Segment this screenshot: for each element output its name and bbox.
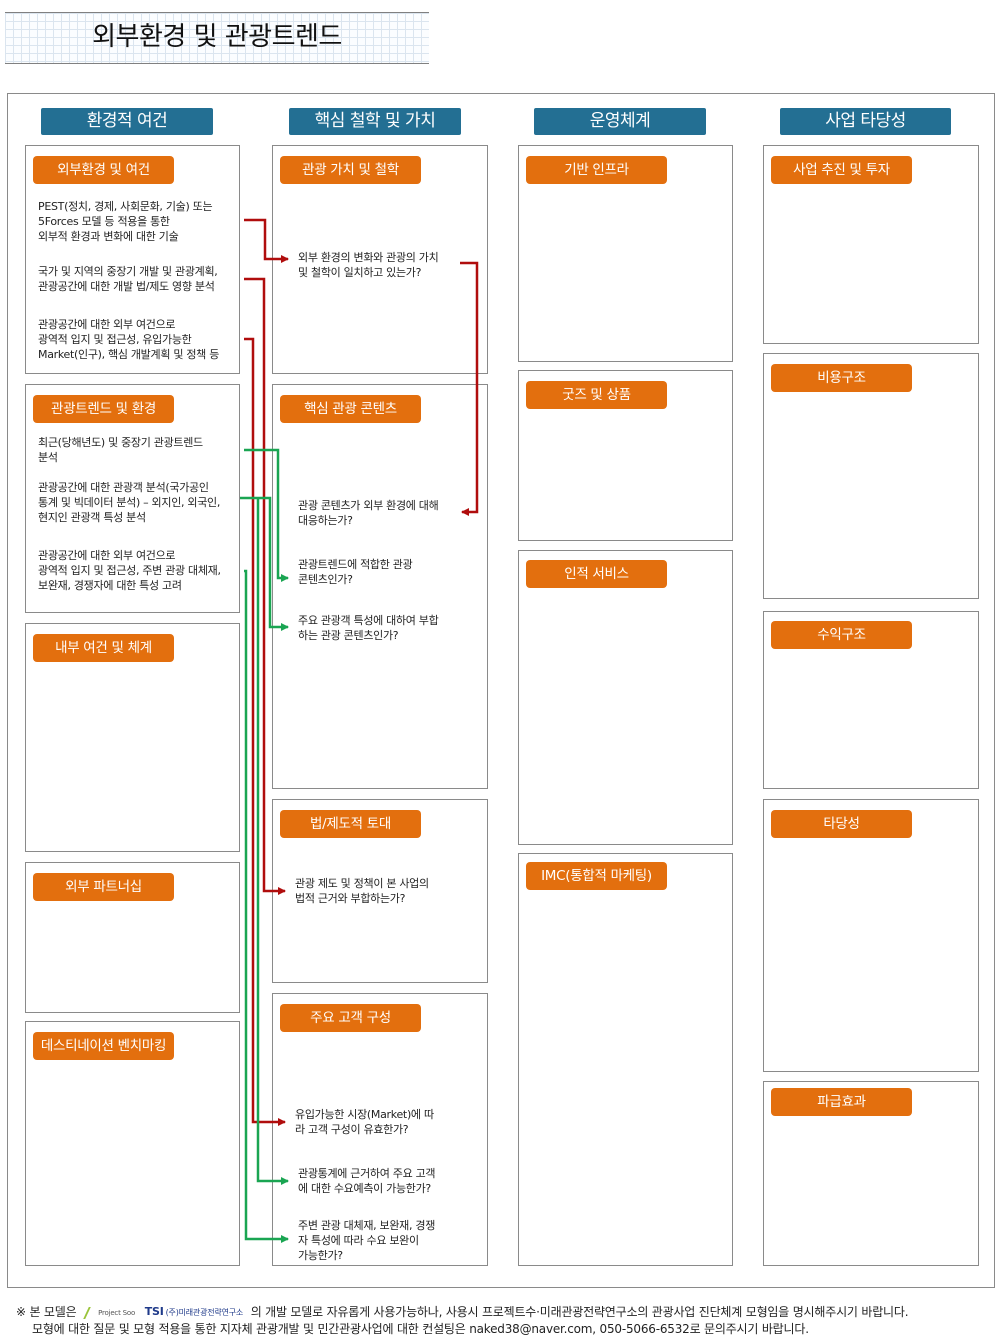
box-cost-structure: 비용구조 xyxy=(763,353,979,599)
desc-competitor-analysis: 관광공간에 대한 외부 여건으로 광역적 입지 및 접근성, 주변 관광 대체재… xyxy=(38,549,221,592)
tag-legal-foundation: 법/제도적 토대 xyxy=(280,810,421,838)
tag-tourism-value: 관광 가치 및 철학 xyxy=(280,156,421,184)
column-header-philosophy: 핵심 철학 및 가치 xyxy=(289,108,461,135)
question-demand-forecast: 관광통계에 근거하여 주요 고객 에 대한 수요예측이 가능한가? xyxy=(298,1167,436,1195)
tag-human-service: 인적 서비스 xyxy=(526,560,667,588)
box-external-environment: 외부환경 및 여건 PEST(정치, 경제, 사회문화, 기술) 또는 5For… xyxy=(25,145,240,374)
tag-goods-products: 굿즈 및 상품 xyxy=(526,381,667,409)
box-internal-system: 내부 여건 및 체계 xyxy=(25,623,240,852)
question-contents-trend: 관광트렌드에 적합한 관광 콘텐츠인가? xyxy=(298,558,413,586)
tag-business-investment: 사업 추진 및 투자 xyxy=(771,156,912,184)
leaf-icon xyxy=(83,1306,99,1319)
tag-ripple-effect: 파급효과 xyxy=(771,1088,912,1116)
footer-line1: 의 개발 모델로 자유롭게 사용가능하나, 사용시 프로젝트수·미래관광전략연구… xyxy=(250,1305,909,1319)
question-legal-basis: 관광 제도 및 정책이 본 사업의 법적 근거와 부합하는가? xyxy=(295,877,429,905)
desc-regional-plan: 국가 및 지역의 중장기 개발 및 관광계획, 관광공간에 대한 개발 법/제도… xyxy=(38,265,218,293)
box-customer-composition: 주요 고객 구성 유입가능한 시장(Market)에 따 라 고객 구성이 유효… xyxy=(272,993,488,1266)
footer-line2: 모형에 대한 질문 및 모형 적용을 통한 지자체 관광개발 및 민간관광사업에… xyxy=(32,1322,809,1336)
page-title: 외부환경 및 관광트렌드 xyxy=(92,22,342,52)
column-header-feasibility: 사업 타당성 xyxy=(780,108,951,135)
question-contents-response: 관광 콘텐츠가 외부 환경에 대해 대응하는가? xyxy=(298,499,439,527)
projectsoo-logo: Project Soo xyxy=(83,1305,135,1321)
tag-destination-benchmarking: 데스티네이션 벤치마킹 xyxy=(33,1032,174,1060)
box-core-contents: 핵심 관광 콘텐츠 관광 콘텐츠가 외부 환경에 대해 대응하는가? 관광트렌드… xyxy=(272,384,488,789)
box-tourism-value: 관광 가치 및 철학 외부 환경의 변화와 관광의 가치 및 철학이 일치하고 … xyxy=(272,145,488,374)
box-tourism-trend: 관광트렌드 및 환경 최근(당해년도) 및 중장기 관광트렌드 분석 관광공간에… xyxy=(25,384,240,613)
tag-core-contents: 핵심 관광 콘텐츠 xyxy=(280,395,421,423)
box-external-partnership: 외부 파트너십 xyxy=(25,862,240,1013)
tag-infrastructure: 기반 인프라 xyxy=(526,156,667,184)
box-imc: IMC(통합적 마케팅) xyxy=(518,853,733,1266)
question-demand-supplement: 주변 관광 대체재, 보완재, 경쟁 자 특성에 따라 수요 보완이 가능한가? xyxy=(298,1219,436,1262)
question-value-alignment: 외부 환경의 변화와 관광의 가치 및 철학이 일치하고 있는가? xyxy=(298,251,439,279)
box-infrastructure: 기반 인프라 xyxy=(518,145,733,362)
tag-imc: IMC(통합적 마케팅) xyxy=(526,862,667,890)
question-market-customer: 유입가능한 시장(Market)에 따 라 고객 구성이 유효한가? xyxy=(295,1108,434,1136)
footer-note: ※ 본 모델은 Project Soo TSI(주)미래관광전략연구소 의 개발… xyxy=(16,1304,909,1337)
box-human-service: 인적 서비스 xyxy=(518,550,733,845)
tag-cost-structure: 비용구조 xyxy=(771,364,912,392)
question-contents-visitor: 주요 관광객 특성에 대하여 부합 하는 관광 콘텐츠인가? xyxy=(298,614,439,642)
tag-external-partnership: 외부 파트너십 xyxy=(33,873,174,901)
desc-external-conditions: 관광공간에 대한 외부 여건으로 광역적 입지 및 접근성, 유입가능한 Mar… xyxy=(38,318,220,361)
box-feasibility: 타당성 xyxy=(763,799,979,1072)
tag-customer-composition: 주요 고객 구성 xyxy=(280,1004,421,1032)
box-legal-foundation: 법/제도적 토대 관광 제도 및 정책이 본 사업의 법적 근거와 부합하는가? xyxy=(272,799,488,983)
tsi-logo: TSI(주)미래관광전략연구소 xyxy=(144,1305,244,1318)
box-destination-benchmarking: 데스티네이션 벤치마킹 xyxy=(25,1021,240,1266)
box-revenue-structure: 수익구조 xyxy=(763,611,979,789)
footer-prefix: ※ 본 모델은 xyxy=(16,1305,77,1319)
column-header-operation: 운영체계 xyxy=(534,108,706,135)
column-header-environment: 환경적 여건 xyxy=(41,108,213,135)
box-business-investment: 사업 추진 및 투자 xyxy=(763,145,979,344)
diagram-frame xyxy=(7,93,995,1288)
tag-external-environment: 외부환경 및 여건 xyxy=(33,156,174,184)
desc-pest: PEST(정치, 경제, 사회문화, 기술) 또는 5Forces 모델 등 적… xyxy=(38,200,213,243)
title-banner: 외부환경 및 관광트렌드 xyxy=(5,12,429,64)
tag-revenue-structure: 수익구조 xyxy=(771,621,912,649)
desc-trend-analysis: 최근(당해년도) 및 중장기 관광트렌드 분석 xyxy=(38,436,203,464)
tag-feasibility: 타당성 xyxy=(771,810,912,838)
desc-visitor-analysis: 관광공간에 대한 관광객 분석(국가공인 통계 및 빅데이터 분석) – 외지인… xyxy=(38,481,221,524)
box-goods-products: 굿즈 및 상품 xyxy=(518,370,733,541)
tag-internal-system: 내부 여건 및 체계 xyxy=(33,634,174,662)
tag-tourism-trend: 관광트렌드 및 환경 xyxy=(33,395,174,423)
box-ripple-effect: 파급효과 xyxy=(763,1081,979,1266)
